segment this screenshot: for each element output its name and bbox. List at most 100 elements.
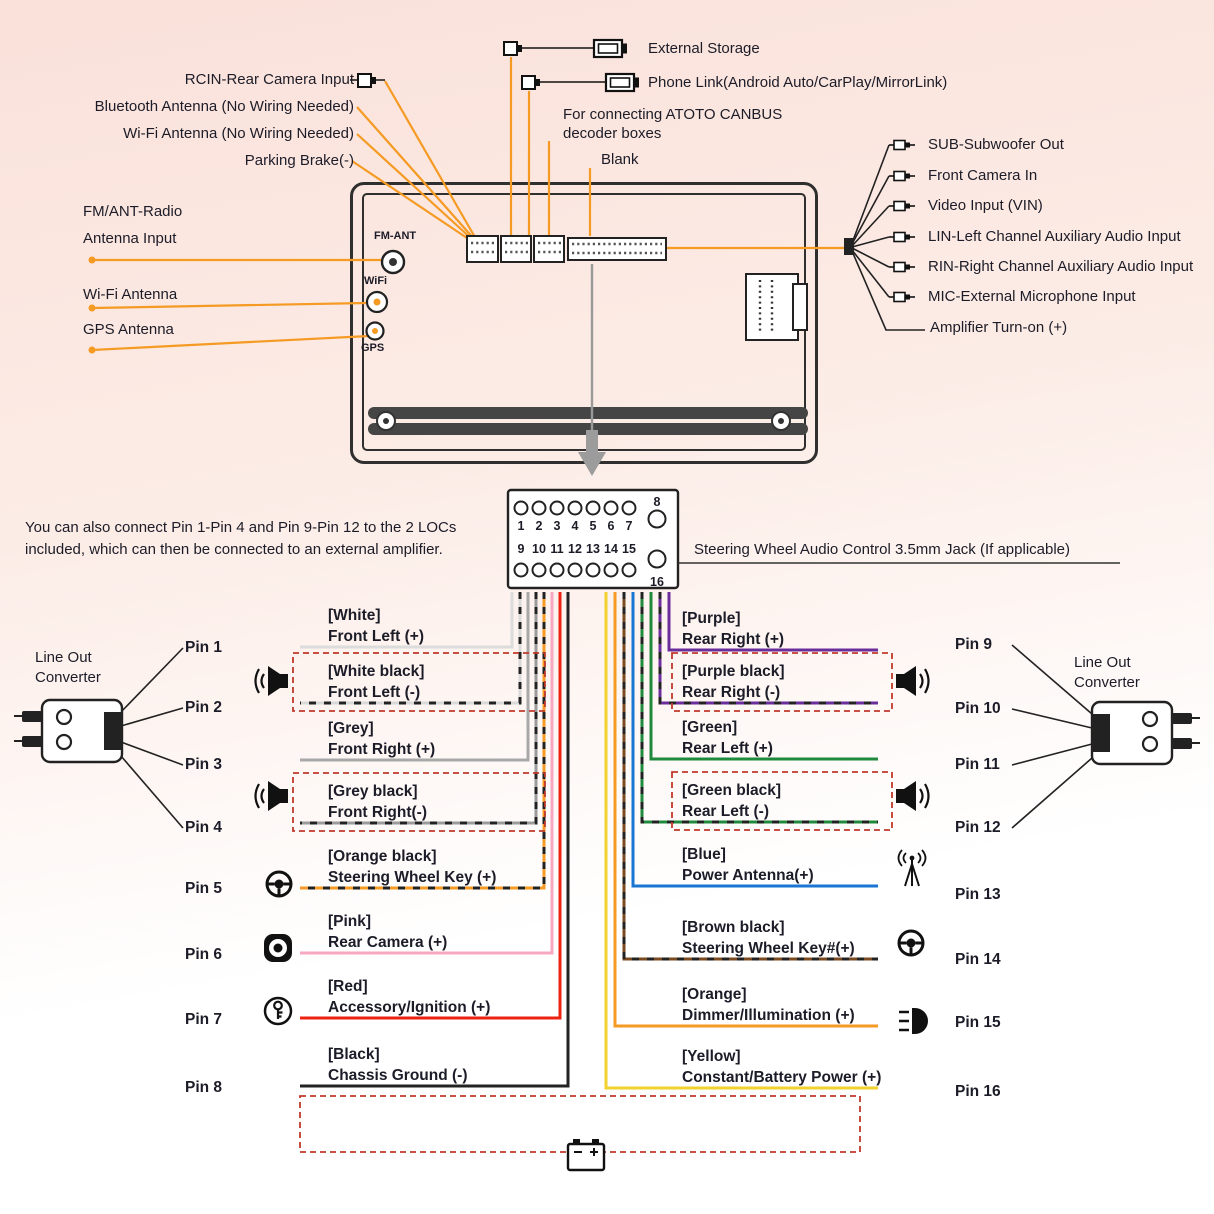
- pin-13-label: Pin 13: [955, 886, 1001, 903]
- gps-port-label: GPS: [361, 342, 385, 354]
- wire-function: Rear Right (-): [682, 684, 781, 701]
- pin-2-wire-label: [White black] Front Left (-): [328, 661, 424, 703]
- wire-function: Chassis Ground (-): [328, 1067, 468, 1084]
- lin-aux-label: LIN-Left Channel Auxiliary Audio Input: [928, 228, 1181, 245]
- pin-11-wire-label: [Green] Rear Left (+): [682, 717, 773, 759]
- pin-7-wire-label: [Red] Accessory/Ignition (+): [328, 976, 490, 1018]
- svg-text:4: 4: [572, 519, 579, 533]
- loc-note-line1: You can also connect Pin 1-Pin 4 and Pin…: [25, 519, 457, 536]
- subwoofer-out-label: SUB-Subwoofer Out: [928, 136, 1064, 153]
- svg-text:1: 1: [518, 519, 525, 533]
- front-camera-in-label: Front Camera In: [928, 167, 1038, 184]
- rca-pigtail-icons: [888, 139, 916, 303]
- pin-8-wire-label: [Black] Chassis Ground (-): [328, 1044, 468, 1086]
- svg-text:12: 12: [568, 542, 582, 556]
- loc-left-line1: Line Out: [35, 649, 92, 666]
- fm-antenna-label-line1: FM/ANT-Radio: [83, 203, 183, 220]
- wire-color-name: [Grey black]: [328, 783, 418, 800]
- wire-color-name: [Orange]: [682, 986, 747, 1003]
- wire-color-name: [Black]: [328, 1046, 380, 1063]
- wire-function: Accessory/Ignition (+): [328, 999, 491, 1016]
- wire-function: Power Antenna(+): [682, 867, 814, 884]
- wire-function: Dimmer/Illumination (+): [682, 1007, 855, 1024]
- pin-12-label: Pin 12: [955, 819, 1001, 836]
- pin-1-label: Pin 1: [185, 639, 223, 656]
- loc-right-line1: Line Out: [1074, 654, 1131, 671]
- wire-function: Front Left (-): [328, 684, 421, 701]
- rin-aux-label: RIN-Right Channel Auxiliary Audio Input: [928, 258, 1194, 275]
- pin-9-wire-label: [Purple] Rear Right (+): [682, 608, 784, 650]
- pin-10-wire-label: [Purple black] Rear Right (-): [682, 661, 785, 703]
- wire-function: Steering Wheel Key (+): [328, 869, 497, 886]
- wifi-antenna-nowiring-label: Wi-Fi Antenna (No Wiring Needed): [123, 125, 354, 142]
- pin-3-wire-label: [Grey] Front Right (+): [328, 718, 435, 760]
- ignition-key-icon: [263, 996, 293, 1026]
- head-unit-bezel: [362, 193, 806, 451]
- video-input-label: Video Input (VIN): [928, 197, 1043, 214]
- external-storage-label: External Storage: [648, 40, 760, 57]
- line-out-converter-right-label: Line Out Converter: [1074, 653, 1140, 693]
- pin-6-wire-label: [Pink] Rear Camera (+): [328, 911, 447, 953]
- wire-color-name: [Purple black]: [682, 663, 785, 680]
- line-out-converter-right: [1090, 700, 1200, 766]
- wire-color-name: [Red]: [328, 978, 368, 995]
- pin-5-wire-label: [Orange black] Steering Wheel Key (+): [328, 846, 496, 888]
- phone-link-label: Phone Link(Android Auto/CarPlay/MirrorLi…: [648, 74, 948, 91]
- svg-text:10: 10: [532, 542, 546, 556]
- wire-function: Rear Camera (+): [328, 934, 448, 951]
- pin-9-label: Pin 9: [955, 636, 993, 653]
- rcin-plug-icon: [350, 73, 385, 88]
- pin-6-label: Pin 6: [185, 946, 223, 963]
- pin-14-label: Pin 14: [955, 951, 1001, 968]
- svg-text:14: 14: [604, 542, 618, 556]
- pin-1-wire-label: [White] Front Left (+): [328, 605, 424, 647]
- loc-note-line2: included, which can then be connected to…: [25, 541, 443, 558]
- pin-12-wire-label: [Green black] Rear Left (-): [682, 780, 781, 822]
- dimmer-light-icon: [897, 1006, 930, 1036]
- wire-function: Front Left (+): [328, 628, 424, 645]
- steering-wheel-key2-icon: [897, 929, 925, 957]
- rear-left-speaker-icon: [894, 779, 930, 813]
- orange-wire-dots: [88, 256, 96, 354]
- pin-15-wire-label: [Orange] Dimmer/Illumination (+): [682, 984, 855, 1026]
- pin-8-label: Pin 8: [185, 1079, 223, 1096]
- svg-text:2: 2: [536, 519, 543, 533]
- rear-camera-icon: [264, 934, 292, 962]
- wire-color-name: [Orange black]: [328, 848, 437, 865]
- mic-input-label: MIC-External Microphone Input: [928, 288, 1136, 305]
- svg-text:13: 13: [586, 542, 600, 556]
- wire-color-name: [Purple]: [682, 610, 741, 627]
- svg-text:11: 11: [550, 542, 563, 556]
- parking-brake-label: Parking Brake(-): [244, 152, 354, 169]
- canbus-line1: For connecting ATOTO CANBUS: [563, 106, 783, 123]
- wire-color-name: [Green]: [682, 719, 738, 736]
- svg-text:15: 15: [622, 542, 636, 556]
- amplifier-turnon-label: Amplifier Turn-on (+): [930, 319, 1068, 336]
- wire-function: Rear Left (-): [682, 803, 769, 820]
- harness-connector-icon: [844, 238, 854, 255]
- front-left-speaker-icon: [254, 664, 290, 698]
- wire-color-name: [Grey]: [328, 720, 374, 737]
- sixteen-pin-connector: 1 2 3 4 5 6 7 8 9 10 11 12 13 14 15 16: [506, 488, 680, 590]
- wifi-port-label: WiFi: [364, 275, 388, 287]
- loc-left-line2: Converter: [35, 669, 101, 686]
- svg-text:8: 8: [654, 495, 661, 509]
- wire-function: Rear Left (+): [682, 740, 773, 757]
- pin-numbers: 1 2 3 4 5 6 7 8 9 10 11 12 13 14 15 16: [518, 495, 664, 589]
- pin-10-label: Pin 10: [955, 700, 1001, 717]
- front-right-speaker-icon: [254, 779, 290, 813]
- external-storage-usb-icon: [503, 38, 629, 59]
- pin-7-label: Pin 7: [185, 1011, 223, 1028]
- head-unit: [350, 182, 818, 464]
- loc-right-line2: Converter: [1074, 674, 1140, 691]
- svg-text:16: 16: [650, 575, 664, 589]
- wire-color-name: [Pink]: [328, 913, 372, 930]
- pin-11-label: Pin 11: [955, 756, 1000, 773]
- pin-3-label: Pin 3: [185, 756, 223, 773]
- wire-function: Constant/Battery Power (+): [682, 1069, 882, 1086]
- svg-text:9: 9: [518, 542, 525, 556]
- loc-left-lines: [120, 647, 184, 829]
- canbus-line2: decoder boxes: [563, 125, 662, 142]
- svg-text:5: 5: [590, 519, 597, 533]
